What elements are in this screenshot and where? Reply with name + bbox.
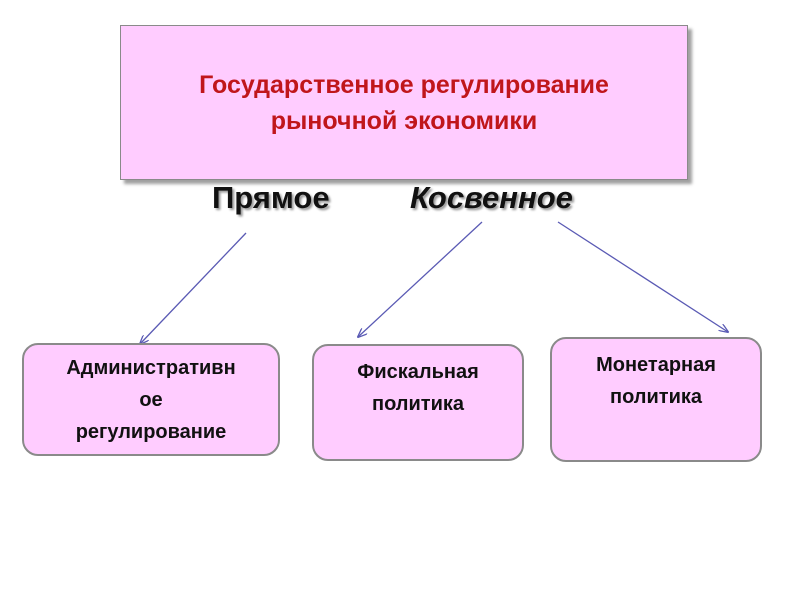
node-fiscal-line-1: Фискальная (357, 361, 479, 383)
node-monetary-line-2: политика (609, 386, 703, 408)
node-administrative-line-3: регулирование (75, 420, 227, 443)
node-administrative-line-2: ое (139, 388, 163, 411)
branch-indirect-label: Косвенное (410, 180, 573, 215)
arrow-indirect-to-fiscal (358, 221, 483, 337)
node-fiscal-line-2: политика (371, 393, 465, 415)
node-monetary-policy: Монетарная политика (550, 337, 762, 462)
title-line-1: Государственное регулирование (199, 70, 609, 99)
main-title-box: Государственное регулирование рыночной э… (120, 25, 688, 180)
branch-direct-label: Прямое (212, 180, 330, 215)
node-monetary-line-1: Монетарная (596, 354, 716, 376)
arrow-indirect-to-monetary (557, 221, 728, 332)
title-line-2: рыночной экономики (270, 106, 538, 135)
node-administrative-line-1: Административн (66, 356, 236, 379)
node-fiscal-policy: Фискальная политика (312, 344, 524, 461)
arrow-direct-to-administrative (140, 232, 247, 344)
node-administrative-regulation: Административн ое регулирование (22, 343, 280, 456)
